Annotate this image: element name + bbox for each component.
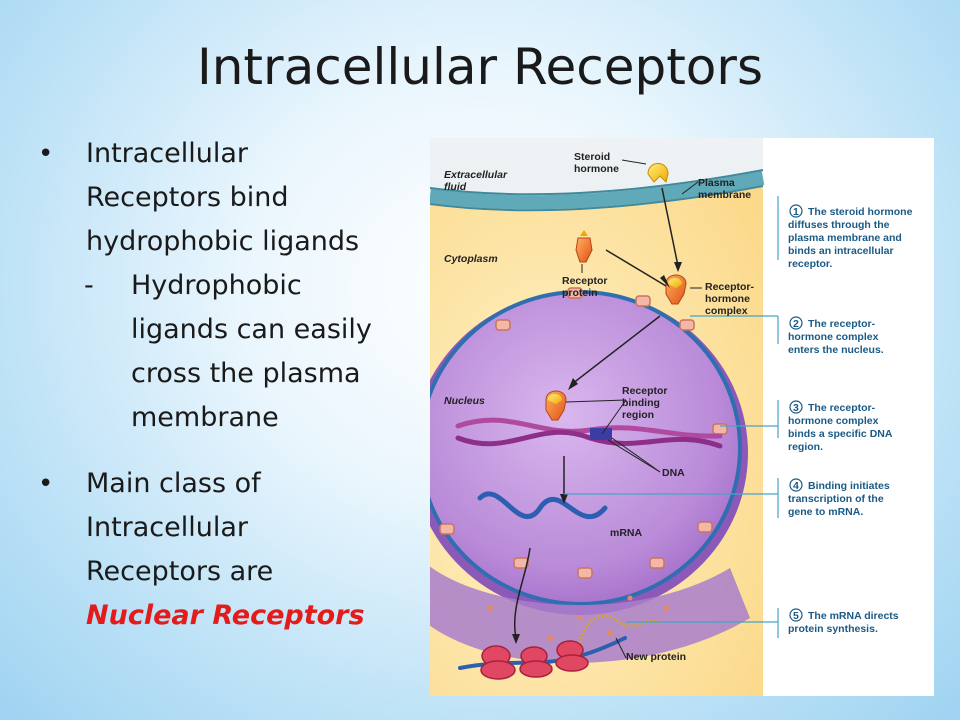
- step-text-line: The receptor-: [808, 318, 876, 330]
- step-text-line: plasma membrane and: [788, 232, 902, 244]
- step-text-line: Binding initiates: [808, 480, 890, 492]
- step-number: 2: [793, 318, 799, 330]
- label-receptor-protein: Receptor: [562, 275, 608, 287]
- step-3: 3 The receptor- hormone complex binds a …: [788, 400, 893, 453]
- step-number: 1: [793, 206, 799, 218]
- label-cytoplasm: Cytoplasm: [444, 253, 498, 265]
- steroid-hormone-icon: [647, 163, 669, 183]
- bullet-dot: •: [38, 469, 54, 499]
- bullet-item-2: • Main class of Intracellular Receptors …: [36, 462, 416, 638]
- dna-double-helix: [455, 417, 723, 449]
- label-rhc-2: hormone: [705, 293, 750, 305]
- mrna-strand: [477, 491, 608, 519]
- step-text-line: gene to mRNA.: [788, 506, 863, 518]
- sub-bullet-text-line: membrane: [131, 402, 279, 433]
- nuclear-surface-dots: [487, 595, 669, 641]
- receptor-on-dna-icon: [545, 390, 567, 421]
- label-rbr-2: binding: [622, 397, 660, 409]
- label-extracellular: Extracellular: [444, 169, 508, 181]
- bullet-text-line: Main class of: [86, 468, 261, 499]
- step-text-line: binds a specific DNA: [788, 428, 893, 440]
- label-new-protein: New protein: [626, 651, 686, 663]
- bullet-item-1: • Intracellular Receptors bind hydrophob…: [36, 132, 416, 264]
- step-text-line: hormone complex: [788, 415, 879, 427]
- bullet-dot: •: [38, 139, 54, 169]
- step-connector-lines: [564, 196, 779, 638]
- label-dna: DNA: [662, 467, 685, 479]
- sub-bullet-item: - Hydrophobic ligands can easily cross t…: [36, 264, 416, 440]
- step-2: 2 The receptor- hormone complex enters t…: [788, 316, 884, 356]
- step-text-line: diffuses through the: [788, 219, 890, 231]
- step-number: 3: [793, 402, 799, 414]
- label-extracellular-2: fluid: [444, 181, 467, 193]
- label-leader-lines: [565, 159, 702, 659]
- nucleus: [430, 287, 750, 663]
- label-rhc-3: complex: [705, 305, 748, 317]
- bullet-text-line: Receptors are: [86, 556, 274, 587]
- step-number: 5: [793, 610, 799, 622]
- sub-bullet-text-line: Hydrophobic: [131, 270, 302, 301]
- nuclear-receptors-highlight: Nuclear Receptors: [86, 600, 365, 631]
- step-text-line: transcription of the: [788, 493, 884, 505]
- step-text-line: The mRNA directs: [808, 610, 899, 622]
- label-receptor-protein-2: protein: [562, 287, 598, 299]
- step-text-line: protein synthesis.: [788, 623, 878, 635]
- bullet-list: • Intracellular Receptors bind hydrophob…: [36, 132, 416, 638]
- label-rhc: Receptor-: [705, 281, 755, 293]
- step-text-line: receptor.: [788, 258, 832, 270]
- step-text-line: hormone complex: [788, 331, 879, 343]
- bullet-text-line: Receptors bind: [86, 182, 289, 213]
- label-steroid-2: hormone: [574, 163, 619, 175]
- label-nucleus: Nucleus: [444, 395, 485, 407]
- step-text-line: enters the nucleus.: [788, 344, 884, 356]
- bullet-text-line: Intracellular: [86, 512, 249, 543]
- slide-title: Intracellular Receptors: [197, 38, 763, 96]
- receptor-hormone-complex-icon: [665, 274, 687, 305]
- pathway-arrows: [512, 187, 682, 644]
- sub-bullet-text-line: ligands can easily: [131, 314, 372, 345]
- step-5: 5 The mRNA directs protein synthesis.: [788, 608, 899, 635]
- step-text-line: The receptor-: [808, 402, 876, 414]
- bullet-text-line: hydrophobic ligands: [86, 226, 360, 257]
- step-4: 4 Binding initiates transcription of the…: [788, 478, 890, 518]
- bullet-text-line: Intracellular: [86, 138, 249, 169]
- step-text-line: The steroid hormone: [808, 206, 913, 218]
- step-number: 4: [793, 480, 799, 492]
- ribosomes: [480, 640, 589, 680]
- label-rbr-3: region: [622, 409, 654, 421]
- label-plasma-2: membrane: [698, 189, 751, 201]
- receptor-protein-icon: [575, 230, 593, 263]
- diagram-panel-steps: [763, 138, 934, 696]
- step-text-line: binds an intracellular: [788, 245, 894, 257]
- step-1: 1 The steroid hormone diffuses through t…: [788, 204, 913, 270]
- receptor-diagram: Extracellular fluid Steroid hormone Plas…: [430, 138, 934, 696]
- label-plasma: Plasma: [698, 177, 735, 189]
- step-text-line: region.: [788, 441, 823, 453]
- nuclear-pores: [439, 287, 728, 579]
- sub-bullet-dash: -: [84, 270, 94, 301]
- sub-bullet-text-line: cross the plasma: [131, 358, 361, 389]
- label-rbr: Receptor: [622, 385, 668, 397]
- label-steroid: Steroid: [574, 151, 610, 163]
- label-mrna: mRNA: [610, 527, 643, 539]
